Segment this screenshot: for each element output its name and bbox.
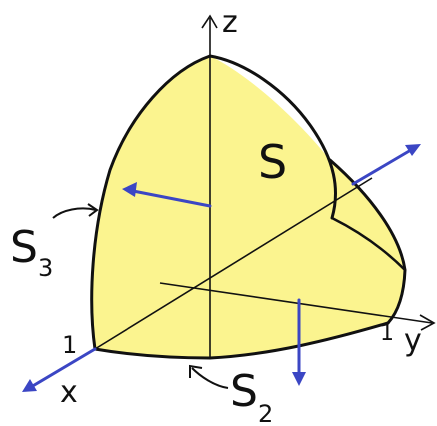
- y-axis-label: y: [404, 323, 422, 358]
- normal-arrowhead-s2: [292, 372, 306, 386]
- surface-s3-subscript: 3: [38, 254, 53, 282]
- s3-pointer: [52, 207, 97, 219]
- x-axis-extension-arrow: [24, 347, 97, 392]
- z-axis-arrowhead: [201, 14, 218, 29]
- surface-s-label: S: [258, 135, 287, 189]
- x-axis-label: x: [60, 375, 78, 410]
- tick-y-label: 1: [380, 321, 394, 346]
- solid-region: [91, 56, 405, 358]
- surface-s3-label: S: [10, 222, 38, 273]
- surface-s2-label: S: [230, 366, 258, 417]
- outline-bottom-s2: [93, 321, 390, 360]
- z-axis-label: z: [222, 5, 238, 40]
- surface-s2-subscript: 2: [258, 400, 273, 426]
- normal-arrow-s3: [126, 188, 212, 208]
- s2-pointer-hook: [189, 364, 203, 378]
- x-axis: [94, 177, 373, 350]
- tick-x-label: 1: [62, 331, 77, 359]
- outline-left-s3: [90, 54, 212, 351]
- x-axis-arrowhead: [22, 379, 37, 392]
- outline-inner-arc: [330, 216, 407, 272]
- normal-arrowhead-s3: [122, 182, 137, 197]
- normal-arrowhead-s: [405, 144, 421, 156]
- normal-arrow-s: [351, 145, 418, 186]
- s3-pointer-hook: [87, 203, 99, 217]
- s2-pointer: [191, 367, 229, 389]
- y-axis-arrowhead: [419, 314, 436, 331]
- y-axis: [159, 282, 433, 324]
- outline-top-arc: [208, 54, 338, 220]
